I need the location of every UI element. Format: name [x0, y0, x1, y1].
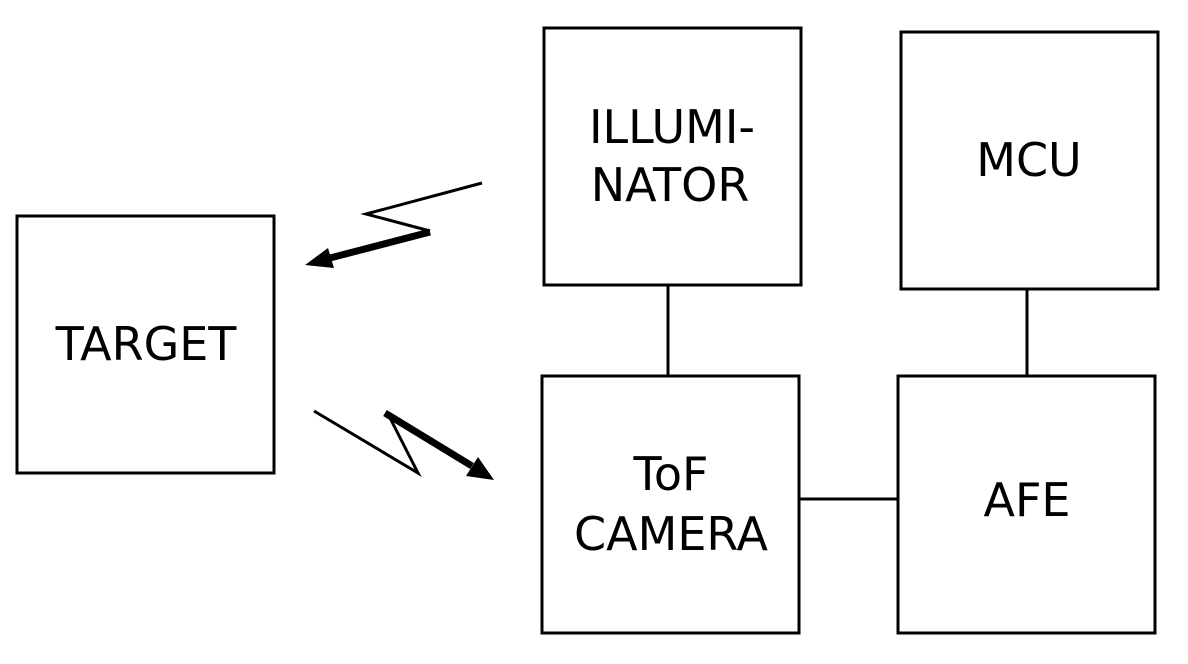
illuminator-label-line1: ILLUMI- — [589, 100, 755, 154]
emitted-light-signal — [305, 181, 483, 268]
tof-camera-box — [540, 374, 801, 635]
target-block: TARGET — [15, 214, 276, 475]
reflected-light-arrowhead — [466, 457, 494, 480]
illuminator-box — [542, 26, 803, 287]
mcu-label: MCU — [976, 133, 1081, 187]
tof-camera-label-line2: CAMERA — [574, 507, 768, 561]
tof-camera-label-line1: ToF — [633, 447, 709, 501]
illuminator-block: ILLUMI- NATOR — [542, 26, 803, 287]
emitted-light-zigzag — [360, 181, 483, 233]
mcu-box — [899, 30, 1160, 291]
target-box — [15, 214, 276, 475]
mcu-block: MCU — [899, 30, 1160, 291]
reflected-light-shaft — [383, 410, 474, 469]
afe-block: AFE — [896, 374, 1157, 635]
reflected-light-zigzag — [313, 409, 422, 477]
illuminator-label-line2: NATOR — [591, 158, 750, 212]
tof-camera-block: ToF CAMERA — [540, 374, 801, 635]
afe-label: AFE — [984, 473, 1071, 527]
emitted-light-shaft — [329, 228, 431, 262]
target-label: TARGET — [55, 317, 238, 371]
reflected-light-signal — [313, 409, 494, 480]
emitted-light-arrowhead — [305, 248, 334, 268]
